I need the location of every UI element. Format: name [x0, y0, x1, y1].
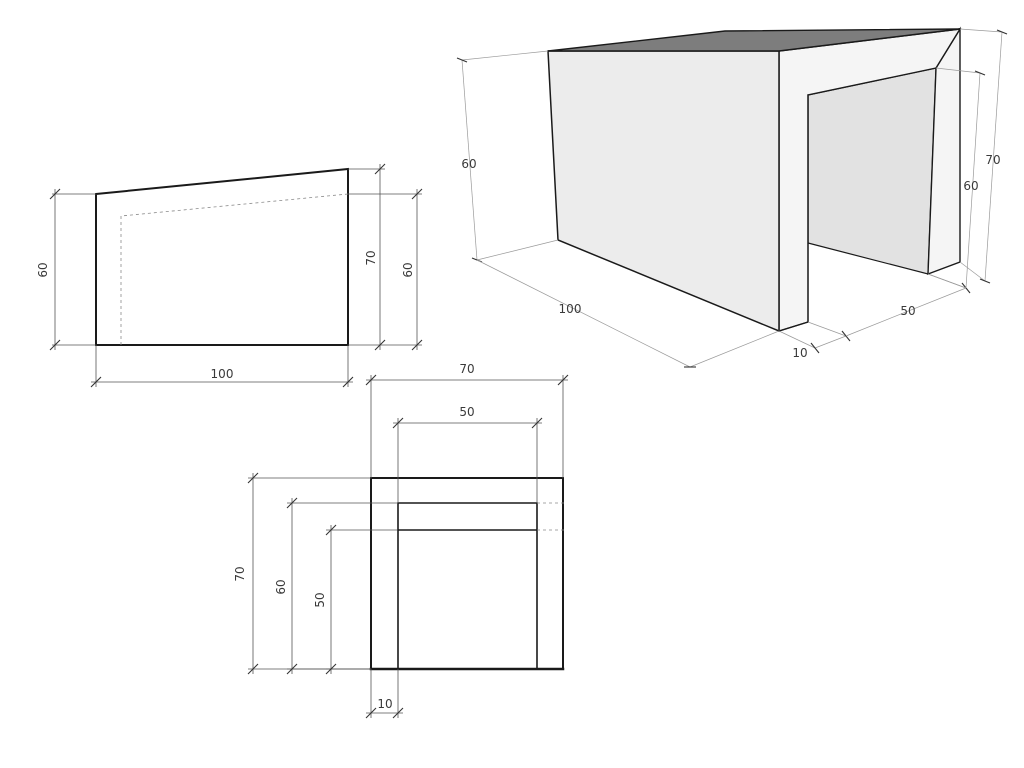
front-outer-width-label: 70: [459, 362, 474, 376]
side-height-left-label: 60: [36, 262, 50, 277]
front-outer-height-dimension: 70: [233, 472, 371, 675]
side-height-left-dimension: 60: [36, 188, 96, 351]
iso-opening-width-label: 50: [900, 304, 915, 318]
front-inner-height-label: 50: [313, 592, 327, 607]
front-outer-width-dimension: 70: [365, 362, 569, 478]
front-outer-height-label: 70: [233, 566, 247, 581]
iso-height-left-label: 60: [461, 157, 476, 171]
side-view-outline: [95, 167, 349, 346]
front-inner-width-dimension: 50: [392, 405, 543, 503]
iso-length-dimension: 100: [476, 259, 780, 368]
front-wall-thickness-label: 10: [377, 697, 392, 711]
iso-height-right-inner-dimension: 60: [927, 67, 986, 289]
iso-inner-recess: [807, 67, 937, 275]
iso-wall-thickness-label: 10: [792, 346, 807, 360]
side-width-label: 100: [211, 367, 234, 381]
iso-view: 60 100 10 50: [456, 26, 1008, 368]
iso-height-right-outer-dimension: 70: [959, 28, 1008, 284]
iso-length-label: 100: [559, 302, 582, 316]
front-view-inner-opening: [397, 502, 538, 670]
side-view-hidden-line: [120, 193, 349, 345]
front-inner-width-label: 50: [459, 405, 474, 419]
side-height-right-inner-label: 60: [401, 262, 415, 277]
side-height-right-outer-dimension: 70: [348, 163, 386, 351]
front-view-outer-outline: [370, 477, 564, 670]
front-inner-height-dimension: 50: [313, 524, 398, 675]
front-mid-height-label: 60: [274, 579, 288, 594]
iso-height-left-dimension: 60: [456, 50, 559, 263]
iso-opening-width-dimension: 50: [845, 273, 971, 337]
side-height-right-inner-dimension: 60: [348, 188, 423, 351]
iso-height-right-outer-label: 70: [985, 153, 1000, 167]
iso-height-right-inner-label: 60: [963, 179, 978, 193]
iso-wall-thickness-dimension: 10: [778, 321, 851, 360]
front-mid-height-dimension: 60: [274, 497, 398, 675]
front-wall-thickness-dimension: 10: [365, 669, 404, 719]
iso-front-face: [547, 50, 780, 333]
front-view: 70 50 70 60: [233, 362, 569, 719]
side-width-dimension: 100: [90, 345, 354, 388]
side-height-right-outer-label: 70: [364, 250, 378, 265]
side-view: 60 70 60 100: [36, 163, 423, 388]
